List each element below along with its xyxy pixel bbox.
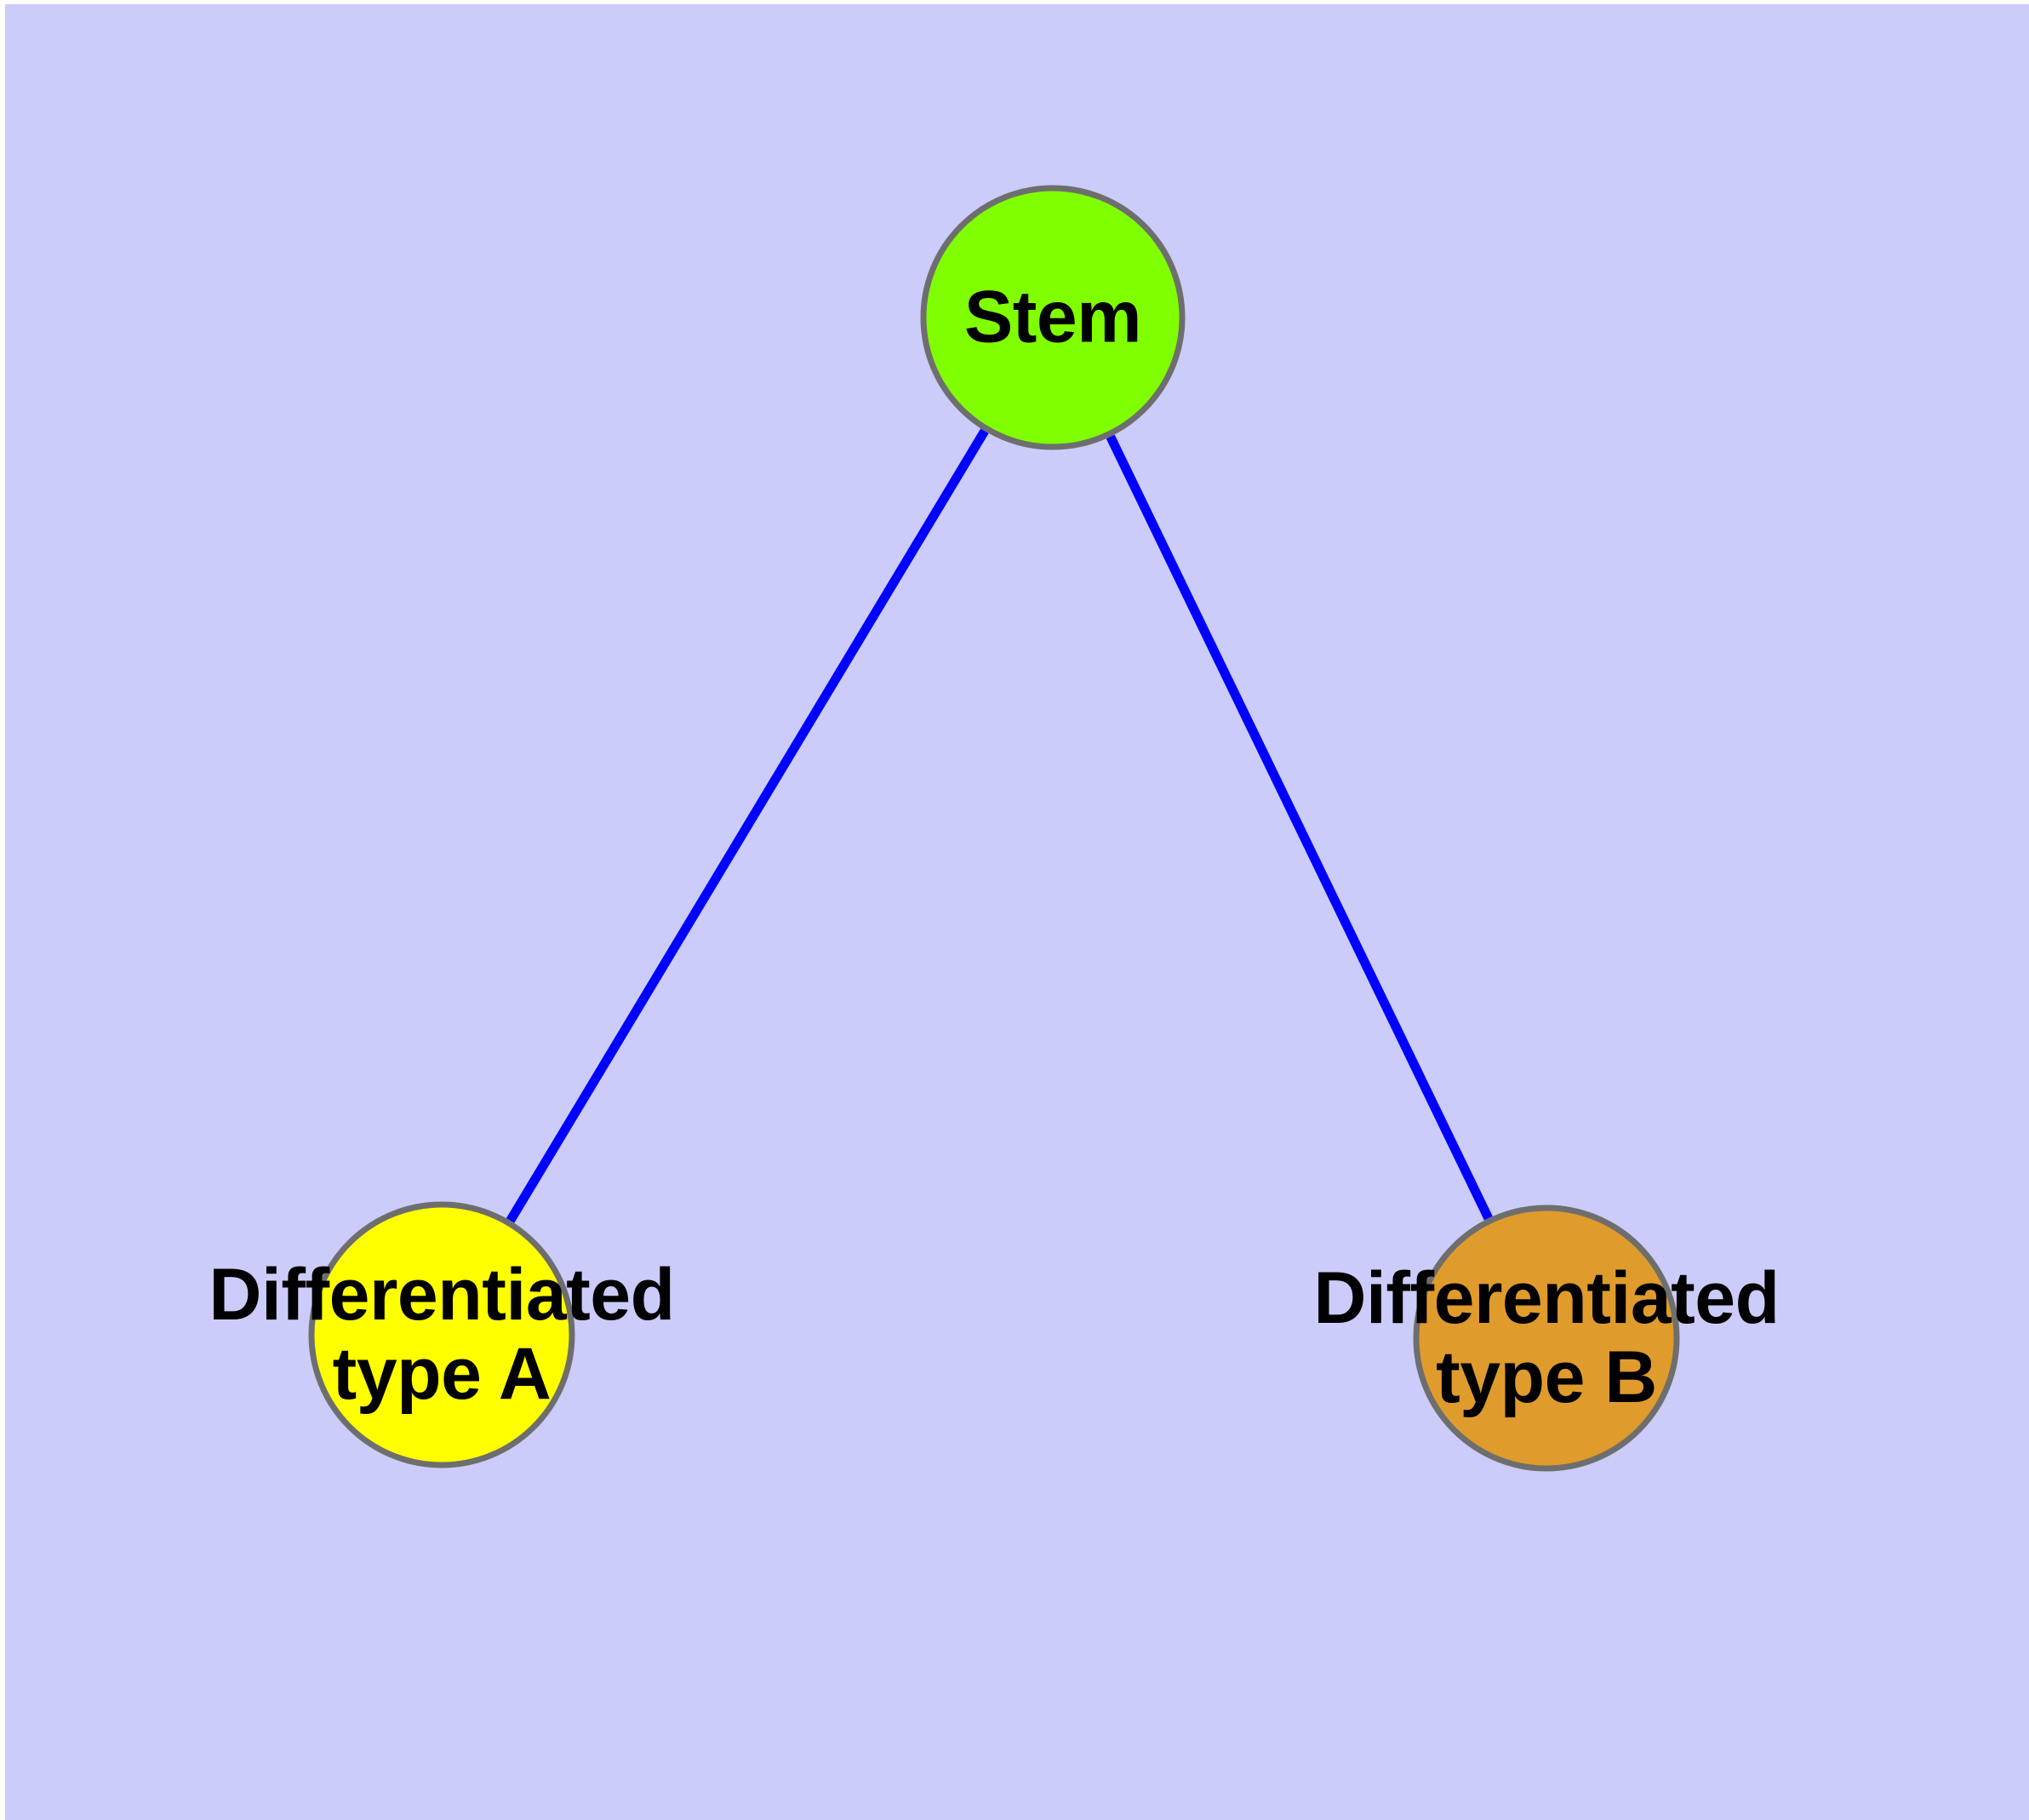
node-diff_b[interactable]	[1413, 1205, 1680, 1472]
edges-group	[506, 428, 1493, 1223]
edge-stem-diff-b[interactable]	[1106, 434, 1493, 1221]
nodes-group	[308, 185, 1680, 1472]
node-diff_a[interactable]	[308, 1201, 575, 1468]
edge-stem-diff-a[interactable]	[506, 428, 989, 1223]
node-stem[interactable]	[920, 185, 1186, 450]
